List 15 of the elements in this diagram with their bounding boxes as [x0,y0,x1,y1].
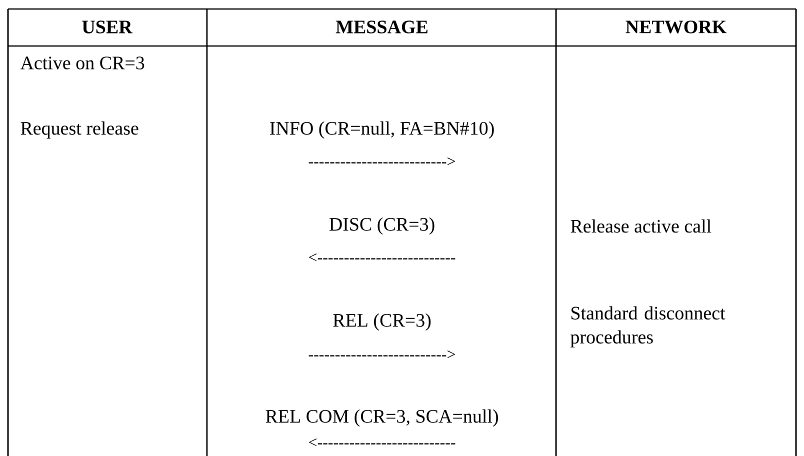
ascii-arrow: <-------------------------- [309,438,456,446]
ascii-arrow: --------------------------> [308,350,455,358]
cell-text: Active on CR=3 [20,56,144,70]
cell-text: DISC (CR=3) [329,217,434,235]
ascii-arrow: --------------------------> [308,157,455,166]
cell-text: INFO (CR=null, FA=BN#10) [270,121,494,139]
cell-text: REL COM (CR=3, SCA=null) [266,409,498,427]
column-header: MESSAGE [336,20,428,34]
cell-text: Release active call [570,219,712,233]
cell-text: Request release [20,121,138,139]
column-header: USER [82,20,132,34]
cell-text: Standard disconnect procedures [570,306,726,348]
column-header: NETWORK [626,20,726,34]
cell-text: REL (CR=3) [333,313,431,331]
ascii-arrow: <-------------------------- [309,253,456,262]
